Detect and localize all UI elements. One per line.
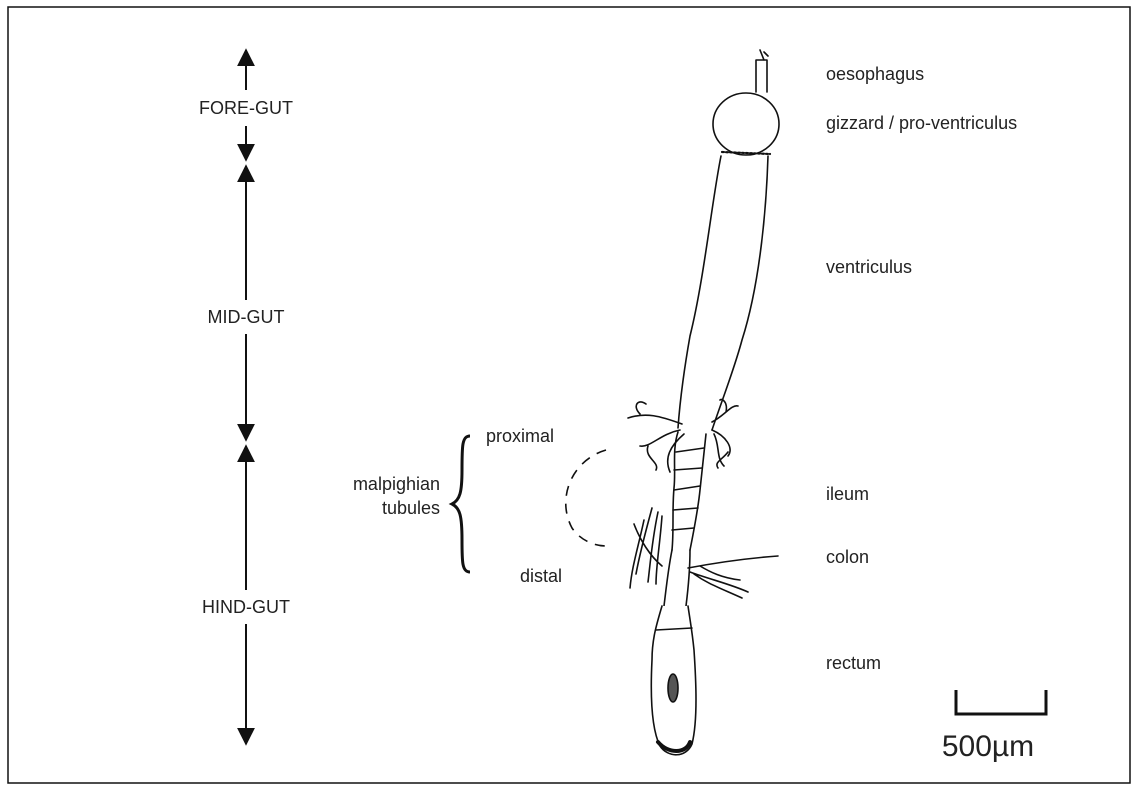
gizzard-label: gizzard / pro-ventriculus bbox=[826, 113, 1017, 133]
fore-gut-label: FORE-GUT bbox=[199, 98, 293, 118]
distal-tubules-left bbox=[630, 508, 662, 588]
colon-shape bbox=[664, 550, 690, 606]
oesophagus-label: oesophagus bbox=[826, 64, 924, 84]
rectum-label: rectum bbox=[826, 653, 881, 673]
ventriculus-shape bbox=[678, 156, 768, 430]
malpighian-label-line2: tubules bbox=[382, 498, 440, 518]
proximal-label: proximal bbox=[486, 426, 554, 446]
mid-gut-label: MID-GUT bbox=[208, 307, 285, 327]
scale-bar-label: 500µm bbox=[942, 730, 1034, 763]
hind-gut-label: HIND-GUT bbox=[202, 597, 290, 617]
gizzard-shape bbox=[713, 93, 779, 155]
malpighian-bracket bbox=[452, 436, 470, 572]
scale-bar bbox=[956, 690, 1046, 714]
tubule-length-arc bbox=[566, 450, 606, 546]
colon-label: colon bbox=[826, 547, 869, 567]
ventriculus-label: ventriculus bbox=[826, 257, 912, 277]
malpighian-label-line1: malpighian bbox=[353, 474, 440, 494]
distal-tubules-right bbox=[688, 556, 778, 598]
distal-label: distal bbox=[520, 566, 562, 586]
ileum-label: ileum bbox=[826, 484, 869, 504]
oesophagus-shape bbox=[756, 50, 768, 92]
proximal-tubules-shape bbox=[628, 400, 738, 473]
gut-illustration bbox=[628, 50, 779, 755]
